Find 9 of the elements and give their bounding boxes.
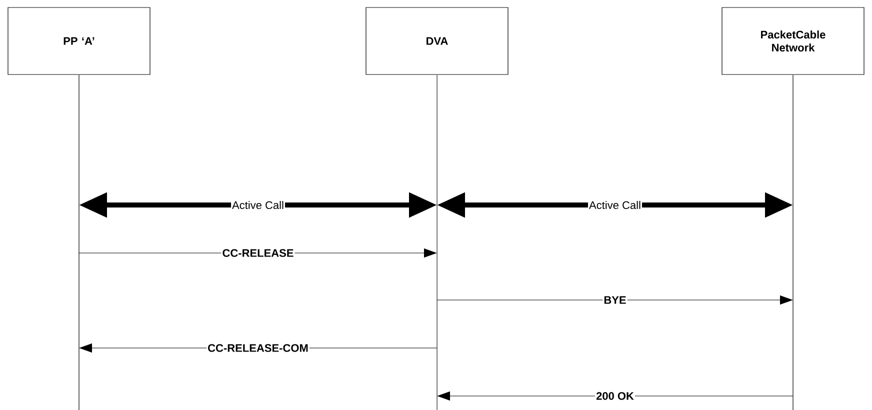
message-label: Active Call (231, 200, 285, 210)
message-label: CC-RELEASE-COM (206, 343, 310, 353)
message-label: CC-RELEASE (221, 248, 295, 258)
participant-box: DVA (366, 7, 508, 75)
participant-box: PP ‘A’ (8, 7, 150, 75)
message-label: Active Call (588, 200, 642, 210)
message-label: BYE (602, 295, 628, 305)
participant-box: PacketCable Network (722, 7, 864, 75)
message-label: 200 OK (595, 391, 635, 401)
